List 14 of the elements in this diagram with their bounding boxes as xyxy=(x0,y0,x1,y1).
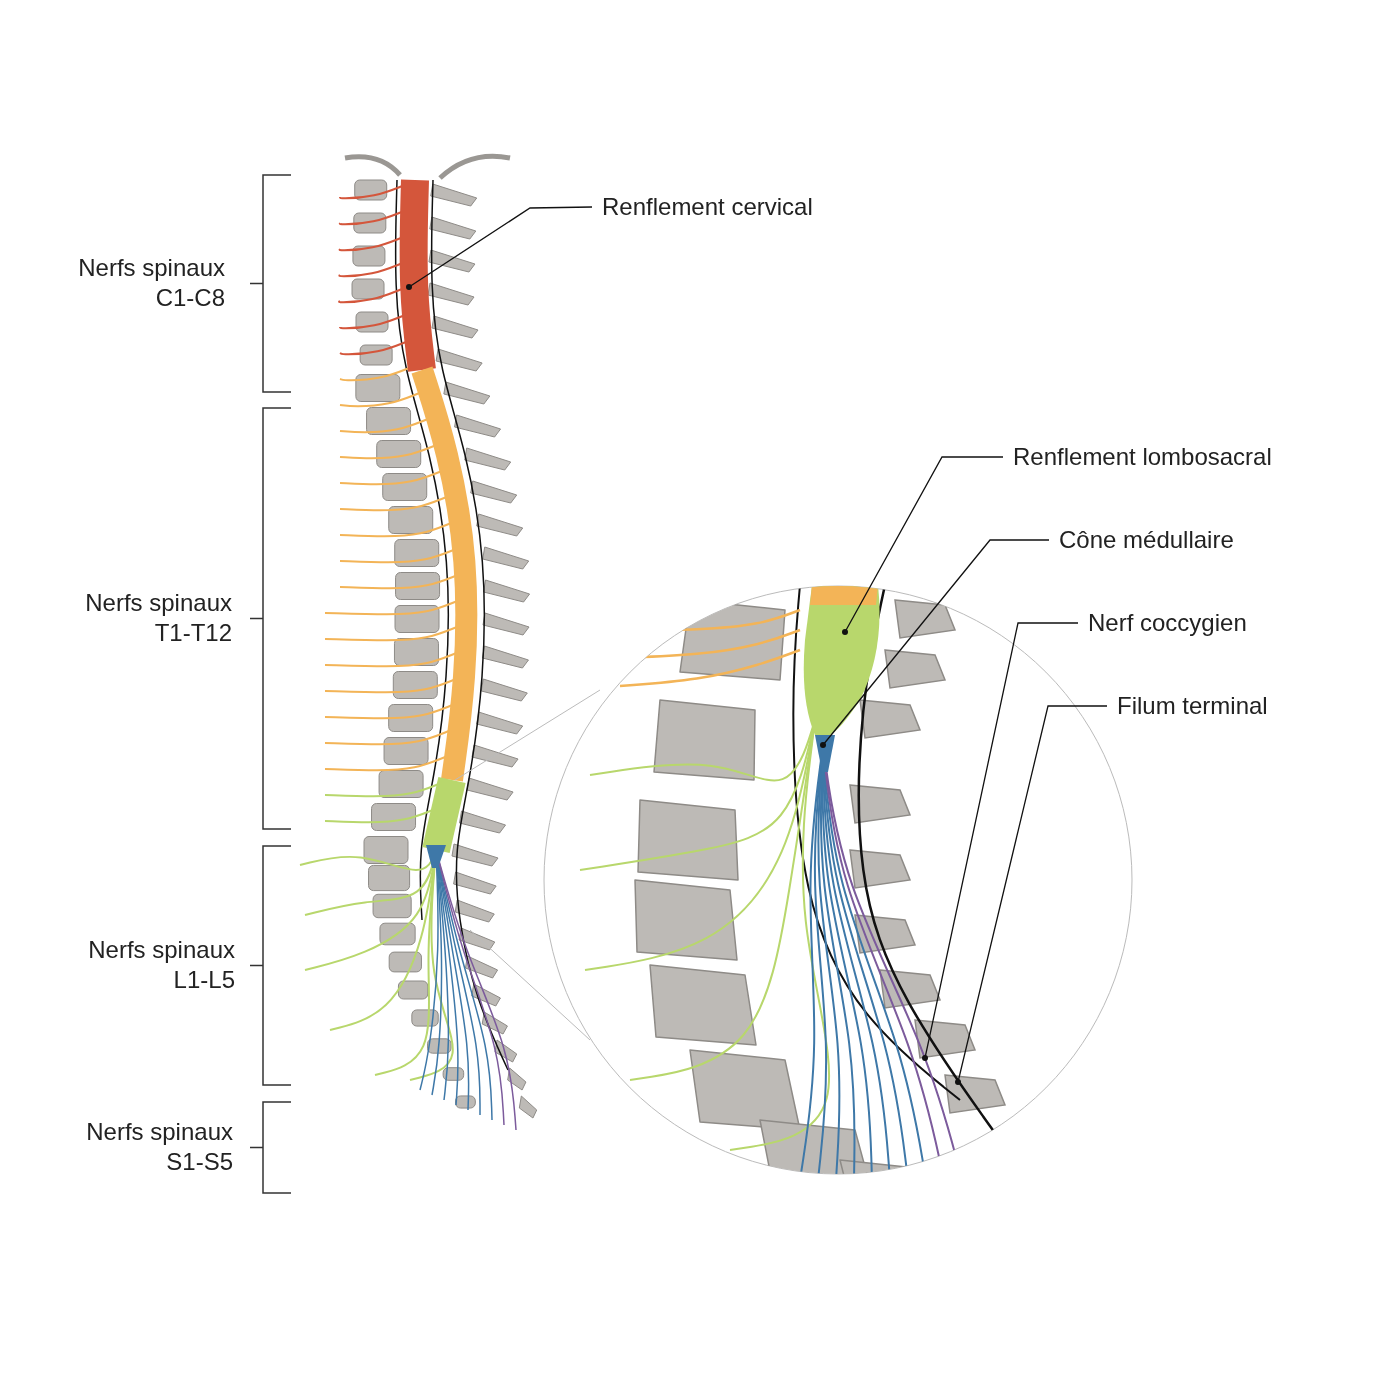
spinal-nerves-label: Nerfs spinaux T1-T12 xyxy=(84,588,232,648)
leader-line xyxy=(955,705,1108,1085)
structure-label: Renflement lombosacral xyxy=(1013,442,1272,472)
spinal-nerves-label: Nerfs spinaux C1-C8 xyxy=(77,253,225,313)
structure-label: Renflement cervical xyxy=(602,192,813,222)
leader-line xyxy=(922,622,1079,1061)
leader-line xyxy=(820,539,1050,748)
structure-label: Nerf coccygien xyxy=(1088,608,1247,638)
structure-label: Cône médullaire xyxy=(1059,525,1234,555)
spinal-nerves-label: Nerfs spinaux L1-L5 xyxy=(87,935,235,995)
leader-line xyxy=(842,456,1004,635)
spinal-nerves-label: Nerfs spinaux S1-S5 xyxy=(85,1117,233,1177)
structure-label: Filum terminal xyxy=(1117,691,1268,721)
leader-line xyxy=(406,206,593,290)
